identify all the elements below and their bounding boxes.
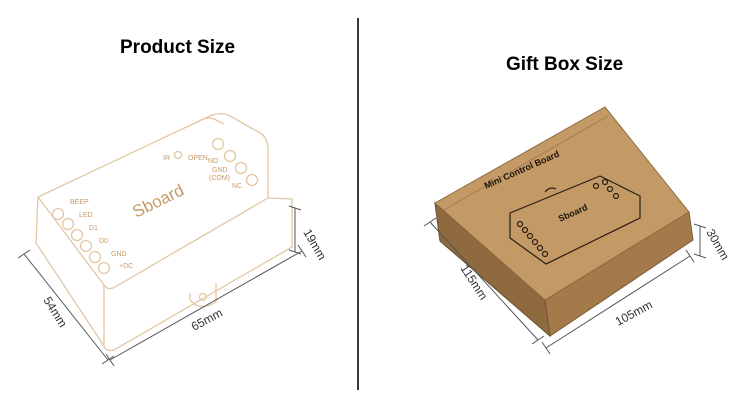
giftbox-drawing: Mini Control Board Sboard 115mm 105mm 30… bbox=[423, 106, 732, 355]
dim-width-label: 54mm bbox=[40, 294, 70, 330]
label-gnd: GND bbox=[111, 251, 127, 258]
giftbox-size-panel: Gift Box Size Mini Control Board Sboard bbox=[360, 0, 750, 408]
label-beep: BEEP bbox=[70, 199, 89, 206]
dim-length-label: 65mm bbox=[189, 306, 225, 334]
terminal-no bbox=[223, 149, 237, 163]
terminal-d0 bbox=[79, 239, 93, 253]
label-gnd-r: GND bbox=[212, 167, 228, 174]
product-drawing: Sboard BEEP LED D1 D0 GND +DC IR OPEN NO… bbox=[17, 113, 329, 367]
product-size-panel: Product Size bbox=[0, 0, 358, 408]
device-top-tab bbox=[197, 117, 225, 125]
device-left-face bbox=[35, 196, 105, 347]
label-ir: IR bbox=[163, 155, 170, 162]
terminal-ir bbox=[173, 150, 183, 160]
dim-box-length-label: 105mm bbox=[613, 298, 655, 329]
giftbox-size-heading: Gift Box Size bbox=[506, 54, 624, 75]
product-size-heading: Product Size bbox=[120, 37, 236, 58]
device-mount-tab bbox=[189, 283, 217, 308]
device-top-face bbox=[37, 113, 269, 290]
box-top-face bbox=[434, 106, 690, 301]
dim-box-height-label: 30mm bbox=[703, 227, 732, 263]
label-no: NO bbox=[208, 158, 219, 165]
box-print-device bbox=[509, 175, 641, 265]
terminal-gnd bbox=[88, 250, 102, 264]
terminal-nc bbox=[245, 173, 259, 187]
terminal-gnd-com bbox=[234, 161, 248, 175]
label-nc: NC bbox=[232, 183, 242, 190]
label-com: (COM) bbox=[209, 175, 230, 182]
terminal-dc bbox=[97, 261, 111, 275]
label-led: LED bbox=[79, 212, 93, 219]
terminal-led bbox=[61, 217, 75, 231]
mount-hole bbox=[198, 292, 208, 302]
terminal-beep bbox=[51, 207, 65, 221]
terminal-open bbox=[211, 137, 225, 151]
dim-height-label: 19mm bbox=[300, 227, 329, 263]
device-front-face bbox=[103, 197, 293, 352]
device-brand: Sboard bbox=[129, 180, 187, 221]
label-d0: D0 bbox=[99, 238, 108, 245]
label-dc: +DC bbox=[119, 263, 133, 270]
terminal-d1 bbox=[70, 228, 84, 242]
panel-divider bbox=[357, 18, 359, 390]
label-d1: D1 bbox=[89, 225, 98, 232]
label-open: OPEN bbox=[188, 155, 208, 162]
